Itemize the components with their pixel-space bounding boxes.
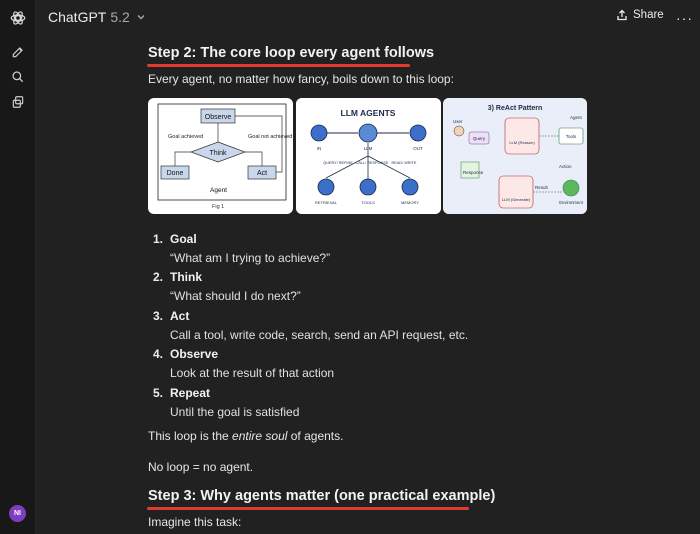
llm-call-response: CALL/ RESPONSE (356, 161, 389, 165)
share-icon (617, 9, 627, 21)
fig1-done: Done (167, 170, 184, 177)
react-title: 3) ReAct Pattern (488, 105, 542, 112)
step3-underline (147, 507, 469, 510)
llm-read-write: READ/ WRITE (392, 161, 417, 165)
more-options-button[interactable]: ··· (676, 10, 693, 26)
soul-pre: This loop is the (148, 429, 233, 443)
step2-intro: Every agent, no matter how fancy, boils … (148, 72, 454, 86)
list-item-title: Act (170, 309, 190, 323)
react-llm-generate: LLM (Generate) (502, 197, 531, 202)
react-result: Result (535, 185, 549, 190)
react-user: User (453, 119, 463, 124)
list-item-title: Think (170, 270, 202, 284)
list-item-number: 4. (153, 347, 164, 361)
list-item-desc: Call a tool, write code, search, send an… (170, 328, 469, 342)
model-selector[interactable]: ChatGPT 5.2 (48, 9, 146, 25)
llm-retrieval: RETRIEVAL (315, 200, 338, 205)
react-action: Action (559, 164, 572, 169)
step2-underline (147, 64, 410, 67)
fig1-agent: Agent (210, 187, 227, 194)
react-query: Query (473, 136, 486, 141)
llm-title: LLM AGENTS (341, 108, 396, 118)
share-label: Share (633, 9, 664, 21)
list-item-title: Observe (170, 347, 219, 361)
soul-paragraph: This loop is the entire soul of agents. (148, 429, 343, 443)
react-environment: Environment (559, 200, 583, 205)
llm-memory: MEMORY (401, 200, 419, 205)
list-item-number: 2. (153, 270, 164, 284)
llm-agents-figure[interactable]: LLM AGENTS IN LLM OUT QUERY/ REFINE CALL… (296, 98, 441, 214)
sidebar: NI (0, 0, 36, 534)
list-item-title: Repeat (170, 386, 211, 400)
new-chat-icon[interactable] (8, 42, 28, 62)
llm-query-refine: QUERY/ REFINE (323, 161, 353, 165)
fig1-observe: Observe (205, 114, 232, 121)
soul-emphasis: entire soul (232, 429, 288, 443)
fig1-think: Think (209, 150, 227, 157)
chevron-down-icon (137, 15, 145, 20)
avatar[interactable]: NI (9, 505, 26, 522)
step2-heading: Step 2: The core loop every agent follow… (148, 45, 435, 61)
model-version: 5.2 (110, 9, 130, 25)
share-button[interactable]: Share (616, 9, 664, 21)
fig1-goal-not-achieved: Goal not achieved (248, 134, 292, 140)
list-item-desc: Look at the result of that action (170, 366, 335, 380)
list-item-number: 3. (153, 309, 164, 323)
react-llm-reason: LLM (Reason) (509, 140, 535, 145)
list-item-number: 1. (153, 232, 164, 246)
list-item-desc: Until the goal is satisfied (170, 405, 300, 419)
llm-tools: TOOLS (361, 200, 375, 205)
react-tools: Tools (566, 134, 577, 139)
model-name: ChatGPT (48, 9, 107, 25)
react-pattern-figure[interactable]: 3) ReAct Pattern Agent User Query LLM (R… (443, 98, 587, 214)
step3-heading: Step 3: Why agents matter (one practical… (148, 488, 496, 504)
agent-loop-figure[interactable]: Observe Think Done Act Goal achieved Goa… (148, 98, 293, 214)
fig1-act: Act (257, 170, 267, 177)
openai-logo-icon[interactable] (8, 8, 28, 28)
list-item-number: 5. (153, 386, 164, 400)
top-bar: ChatGPT 5.2 Share ··· (36, 0, 700, 36)
react-agent: Agent (570, 115, 583, 120)
list-item-desc: “What should I do next?” (170, 289, 301, 303)
list-item-title: Goal (170, 232, 197, 246)
soul-post: of agents. (287, 429, 344, 443)
library-icon[interactable] (8, 92, 28, 112)
fig1-goal-achieved: Goal achieved (168, 134, 203, 140)
list-item-desc: “What am I trying to achieve?” (170, 251, 331, 265)
react-response: Response (463, 170, 484, 175)
search-icon[interactable] (8, 67, 28, 87)
step3-intro: Imagine this task: (148, 515, 242, 529)
no-loop-paragraph: No loop = no agent. (148, 460, 254, 474)
llm-in: IN (317, 146, 322, 151)
llm-out: OUT (413, 146, 423, 151)
fig1-caption: Fig 1 (212, 204, 224, 210)
